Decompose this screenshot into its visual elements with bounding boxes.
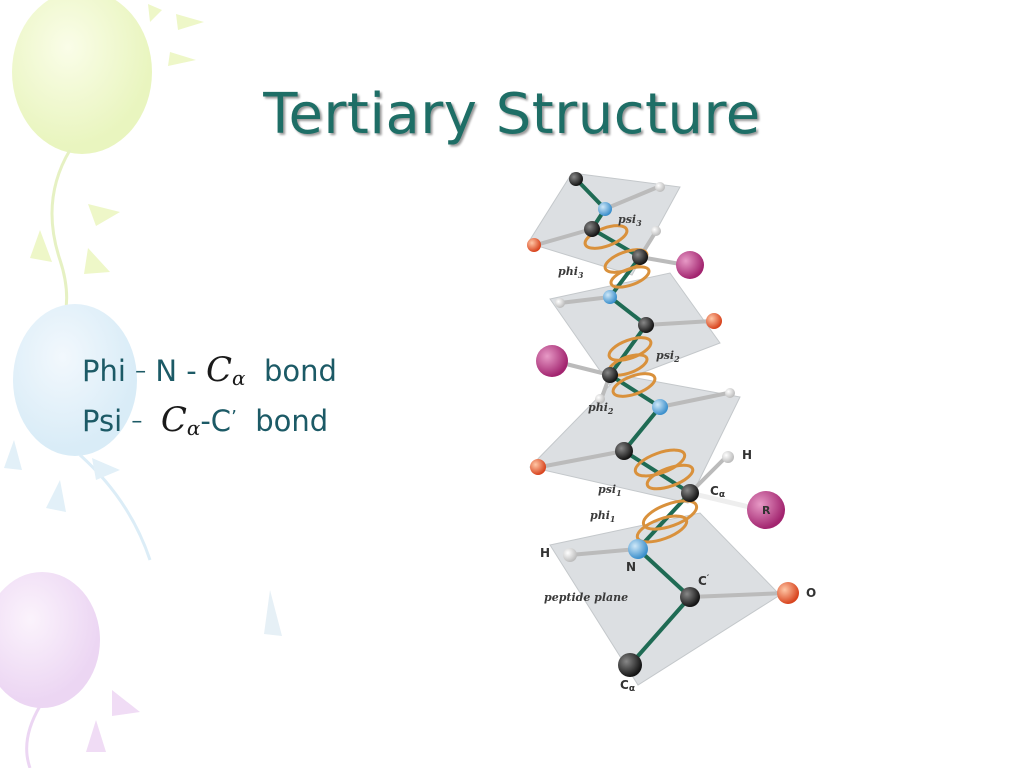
phi1-ring [641,499,699,531]
nitrogen-atom [628,539,648,559]
label-phi1: phi1 [590,509,615,524]
psi3-ring [583,224,629,250]
psi-label: Psi [82,404,123,438]
side-bond [645,319,713,327]
rotation-rings [583,224,699,544]
carbon-alpha-atom [618,653,642,677]
carbon-atom [569,172,583,186]
phi2-ring [611,372,657,398]
label-o: O [806,586,816,600]
label-psi3: psi3 [618,213,642,228]
carbon-atom [615,442,633,460]
label-peptide-plane: peptide plane [544,591,628,604]
phi-atom-n: N - [155,354,197,388]
label-calpha-bottom: Cα [620,678,635,694]
phi-suffix: bond [263,354,337,388]
sun-ray [92,458,120,480]
phi-dash: – [135,359,147,384]
blue-balloon [13,304,137,456]
peptide-backbone-diagram: psi3 phi3 psi2 phi2 psi1 phi1 H Cα R H N… [527,172,816,694]
psi2-ring [607,336,653,362]
label-h-left: H [540,546,550,560]
nitrogen-atom [603,290,617,304]
hydrogen-atom [595,394,605,404]
psi-prime: ’ [231,407,237,428]
carbon-atom [584,221,600,237]
sun-ray [148,4,162,22]
psi1-ring [633,448,687,478]
side-bond [535,227,593,247]
hydrogen-atom [725,388,735,398]
r-group-atom [676,251,704,279]
r-group-atom [536,345,568,377]
sun-ray [88,204,120,226]
r-group-atom [747,491,785,529]
side-bond [559,295,611,305]
sun-ray [84,248,110,274]
sun-ray [30,230,52,262]
carbon-alpha-atom [632,249,648,265]
yellow-balloon [12,0,152,154]
carbon-alpha-atom [602,367,618,383]
nitrogen-atom [598,202,612,216]
carbon-atom [680,587,700,607]
carbon-alpha-atom [681,484,699,502]
sun-ray [86,720,106,752]
nitrogen-atom [652,399,668,415]
label-h-top: H [742,448,752,462]
side-bond [689,591,787,599]
oxygen-atom [777,582,799,604]
label-psi1: psi1 [598,483,622,498]
label-calpha: Cα [710,484,725,500]
side-bond [569,547,639,557]
psi-dash: – [131,409,143,434]
hydrogen-atom [651,226,661,236]
sun-ray [176,14,204,30]
sun-ray [264,590,282,636]
psi-suffix: bond [255,404,329,438]
sun-ray [46,480,66,512]
psi1-ring-2 [645,463,695,491]
oxygen-atom [527,238,541,252]
slide-title: Tertiary Structure [263,82,761,147]
label-n: N [626,560,636,574]
psi-calpha: Cα [160,400,201,440]
hydrogen-atom [655,182,665,192]
side-bond [659,391,729,409]
pink-balloon [0,572,100,708]
phi-label: Phi [82,354,126,388]
sun-ray [168,52,196,66]
phi1-ring-2 [635,514,689,544]
hydrogen-atom [722,451,734,463]
sun-ray [112,690,140,716]
phi-calpha: Cα [205,350,246,390]
carbon-atom [638,317,654,333]
label-psi2: psi2 [656,349,680,364]
psi-mid: -C [200,404,232,438]
hydrogen-atom [555,298,565,308]
phi3-ring-2 [609,265,651,289]
side-bond [539,449,625,469]
psi-definition: Psi – Cα-C’ bond [82,400,328,440]
label-r: R [762,504,771,517]
balloon-string [78,453,152,561]
hydrogen-atom [563,548,577,562]
label-phi3: phi3 [558,265,584,280]
balloon-string [25,705,42,768]
oxygen-atom [530,459,546,475]
side-bond [604,185,659,211]
phi-definition: Phi – N - Cα bond [82,350,337,390]
sun-ray [4,440,22,470]
oxygen-atom [706,313,722,329]
label-cprime: C′ [698,574,710,588]
label-phi2: phi2 [588,401,614,416]
